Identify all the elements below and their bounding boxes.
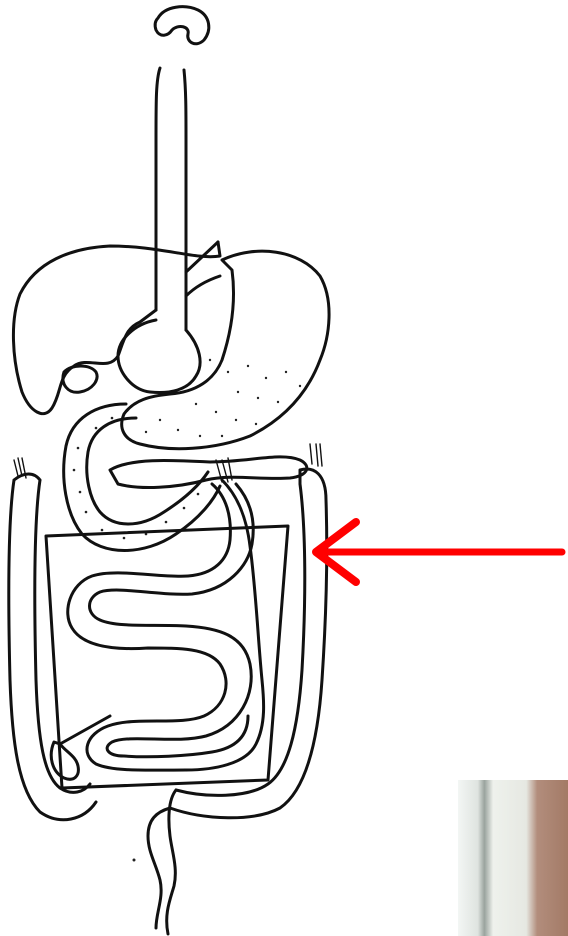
gall-bladder bbox=[63, 366, 97, 392]
mouth-outline bbox=[155, 7, 209, 44]
stray-mark bbox=[133, 859, 136, 862]
pointer-arrow bbox=[316, 522, 562, 582]
photo-fragment bbox=[458, 780, 568, 936]
duodenum-texture bbox=[73, 417, 200, 540]
stomach-texture bbox=[145, 359, 301, 437]
liver-right-lobe bbox=[186, 242, 220, 296]
small-intestine-inner bbox=[90, 484, 254, 757]
stomach bbox=[118, 251, 329, 449]
photo-fragment-image bbox=[458, 780, 568, 936]
rectum bbox=[148, 790, 176, 934]
esophagus bbox=[156, 68, 186, 330]
